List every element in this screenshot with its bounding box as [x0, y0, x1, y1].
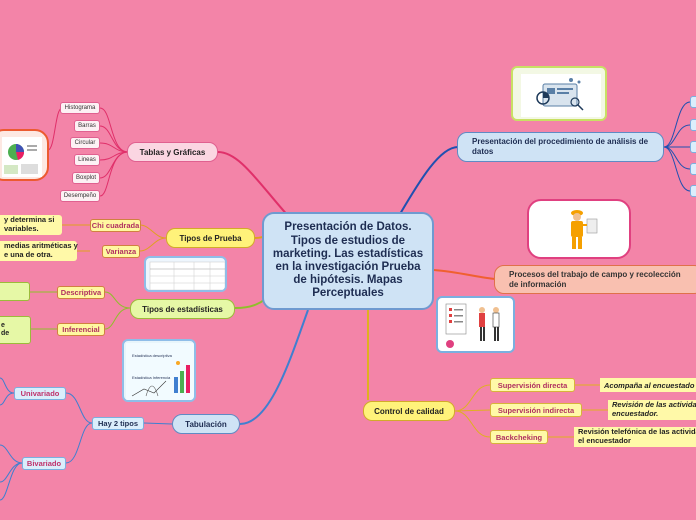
tabulacion-node[interactable]: Tabulación: [172, 414, 240, 434]
supervision-directa-leaf[interactable]: Acompaña al encuestado: [600, 378, 696, 392]
tablas-item-boxplot[interactable]: Boxplot: [72, 172, 100, 184]
supervision-indirecta-node[interactable]: Supervisión indirecta: [490, 403, 582, 417]
chi-cuadrada-leaf[interactable]: y determina si variables.: [0, 215, 62, 235]
data-analysis-illustration: [511, 66, 607, 121]
tablas-graficas-node[interactable]: Tablas y Gráficas: [127, 142, 218, 162]
varianza-node[interactable]: Varianza: [102, 245, 140, 258]
checklist-illustration: [436, 296, 515, 353]
supervision-directa-node[interactable]: Supervisión directa: [490, 378, 575, 392]
tipos-estadisticas-node[interactable]: Tipos de estadísticas: [130, 299, 235, 319]
tablas-item-lineas[interactable]: Lineas: [74, 154, 100, 166]
tablas-item-barras[interactable]: Barras: [74, 120, 100, 132]
backcheking-node[interactable]: Backcheking: [490, 430, 548, 444]
presentacion-leaf-1[interactable]: [690, 96, 696, 108]
presentacion-leaf-4[interactable]: [690, 163, 696, 175]
statistics-table-illustration: [144, 256, 227, 292]
presentacion-leaf-3[interactable]: [690, 141, 696, 153]
descriptiva-node[interactable]: Descriptiva: [57, 286, 105, 299]
descriptiva-leaf[interactable]: [0, 282, 30, 301]
image-title-text: Estadística descriptiva: [132, 353, 173, 358]
tablas-item-desempeno[interactable]: Desempeño: [60, 190, 100, 202]
inferencial-node[interactable]: Inferencial: [57, 323, 105, 336]
image-sub-text: Estadística Inferencia: [132, 375, 171, 380]
presentacion-leaf-2[interactable]: [690, 119, 696, 131]
hay-2-tipos-node[interactable]: Hay 2 tipos: [92, 417, 144, 430]
presentacion-leaf-5[interactable]: [690, 185, 696, 197]
tablas-item-histograma[interactable]: Histograma: [60, 102, 100, 114]
inferencial-leaf[interactable]: e de: [0, 316, 31, 344]
varianza-leaf[interactable]: medias aritméticas y e una de otra.: [0, 241, 78, 261]
statistics-graph-illustration: Estadística descriptiva Estadística Infe…: [122, 339, 196, 402]
univariado-node[interactable]: Univariado: [14, 387, 66, 400]
chi-cuadrada-node[interactable]: Chi cuadrada: [90, 219, 141, 232]
supervision-indirecta-leaf[interactable]: Revisión de las activida encuestador.: [608, 400, 696, 420]
backcheking-leaf[interactable]: Revisión telefónica de las actividad el …: [574, 427, 696, 447]
tipos-prueba-node[interactable]: Tipos de Prueba: [166, 228, 255, 248]
control-calidad-node[interactable]: Control de calidad: [363, 401, 455, 421]
central-topic[interactable]: Presentación de Datos. Tipos de estudios…: [262, 212, 434, 310]
charts-illustration: [0, 129, 49, 181]
field-worker-illustration: [527, 199, 631, 259]
bivariado-node[interactable]: Bivariado: [22, 457, 66, 470]
tablas-item-circular[interactable]: Circular: [70, 137, 100, 149]
presentacion-procedimiento-node[interactable]: Presentación del procedimiento de anális…: [457, 132, 664, 162]
procesos-trabajo-campo-node[interactable]: Procesos del trabajo de campo y recolecc…: [494, 265, 696, 294]
